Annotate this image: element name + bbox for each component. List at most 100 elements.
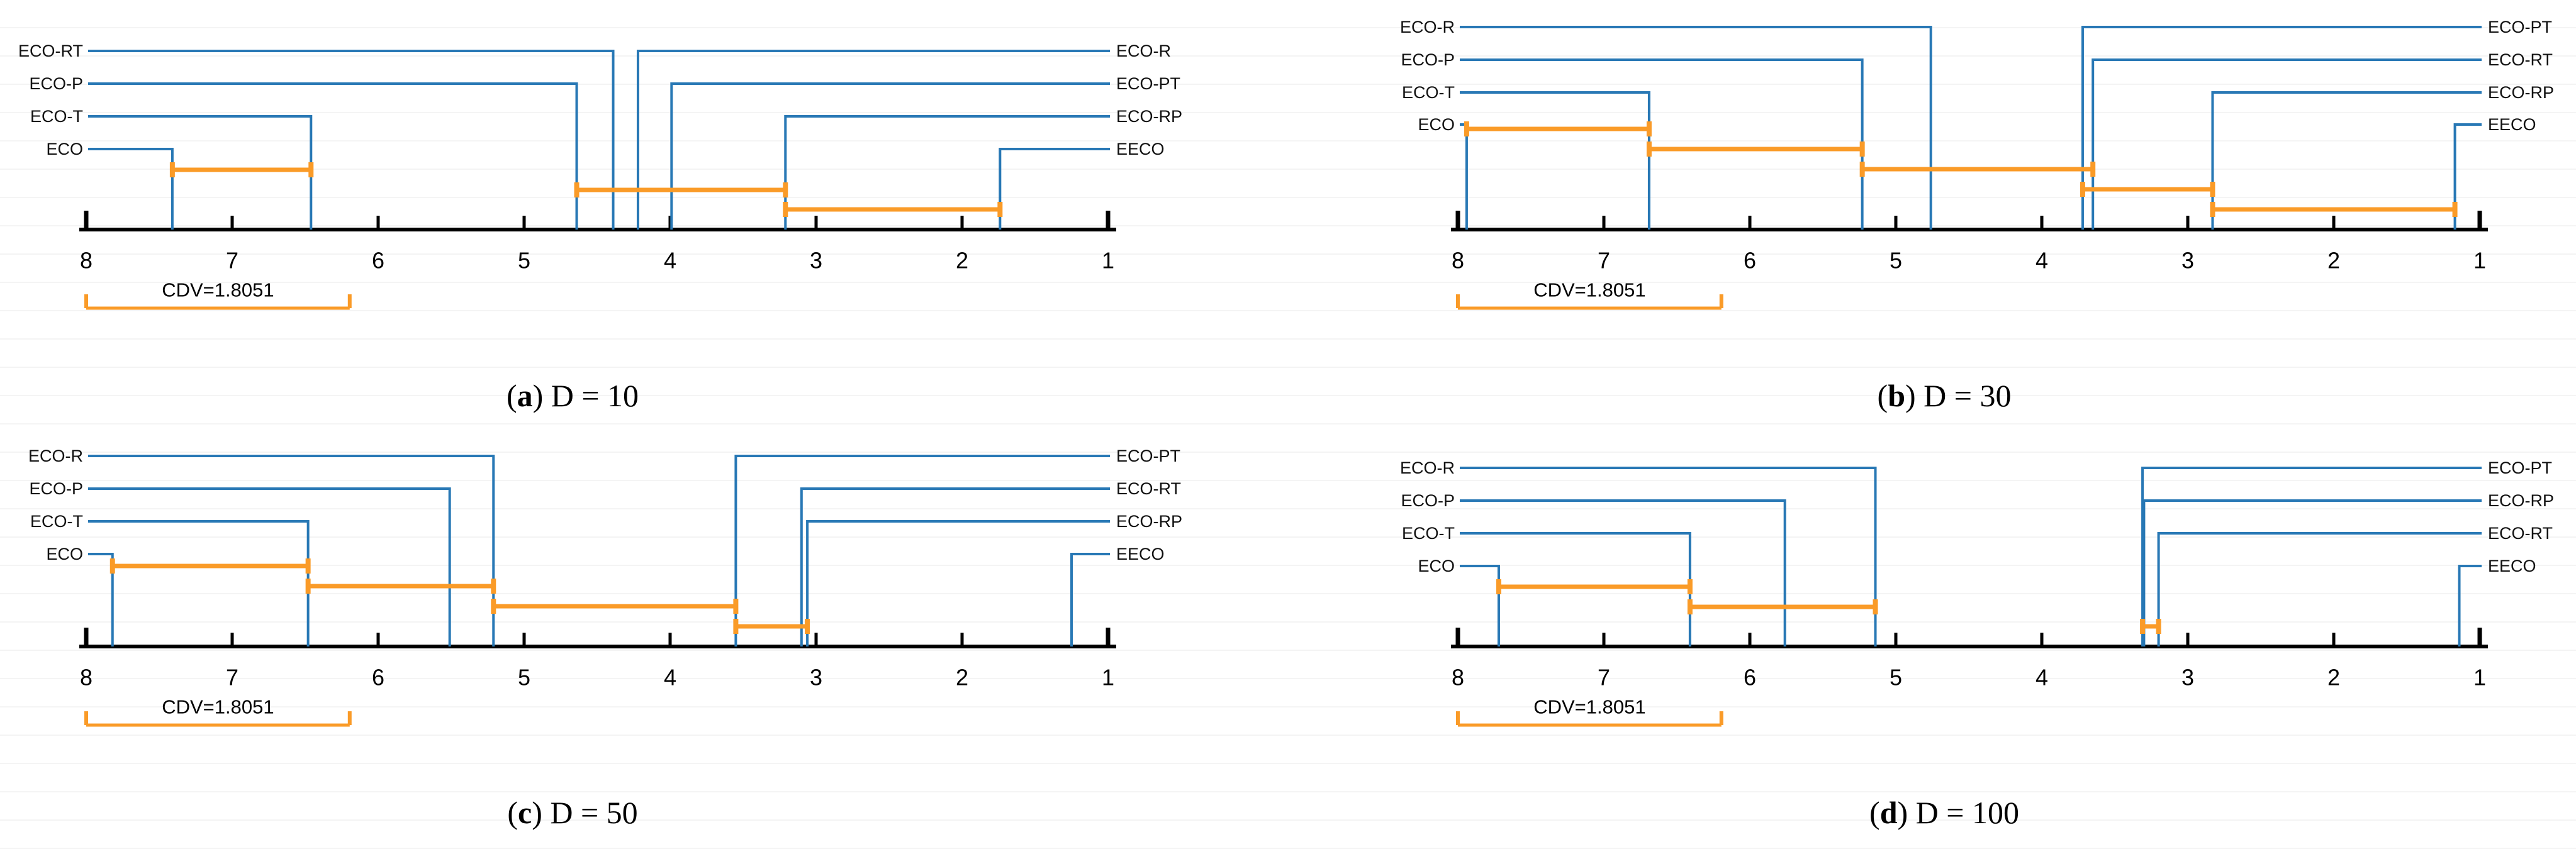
axis-tick [1894, 216, 1898, 230]
algorithm-label: ECO-RP [2488, 491, 2554, 510]
algorithm-connector-h [807, 520, 1110, 523]
clique-bar-cap [783, 182, 788, 197]
algorithm-connector-v [492, 455, 495, 646]
axis-tick [376, 216, 380, 230]
algorithm-label: ECO-RT [18, 42, 83, 60]
axis-tick-label: 4 [664, 665, 676, 691]
algorithm-connector-v [1783, 499, 1786, 646]
algorithm-connector-h [2158, 532, 2482, 535]
caption-condition-c: D = 50 [550, 795, 638, 830]
caption-open-paren: ( [506, 378, 517, 413]
clique-bar-cap [1687, 579, 1693, 594]
algorithm-connector-h [88, 455, 494, 457]
algorithm-label: ECO-PT [1116, 447, 1180, 465]
clique-bar-cap [783, 202, 788, 217]
axis-tick [668, 633, 672, 646]
cdv-ruler-end-tick [347, 294, 352, 308]
caption-letter-c: c [517, 795, 532, 830]
axis-tick-label: 1 [2473, 665, 2486, 691]
clique-bar-cap [1687, 599, 1693, 614]
algorithm-connector-h [88, 520, 308, 523]
axis-tick [522, 633, 526, 646]
axis-tick-label: 5 [1890, 665, 1902, 691]
algorithm-label: ECO-RT [2488, 50, 2553, 69]
algorithm-connector-v [1647, 91, 1650, 230]
algorithm-connector-h [785, 115, 1110, 118]
clique-bar-cap [1873, 599, 1878, 614]
clique-bar [172, 167, 311, 172]
axis-baseline [79, 645, 1116, 648]
algorithm-connector-h [1460, 91, 1649, 94]
algorithm-label: EECO [2488, 115, 2536, 134]
cdv-label: CDV=1.8051 [1533, 279, 1645, 301]
algorithm-connector-v [2141, 467, 2144, 646]
caption-close-paren: ) [532, 378, 544, 413]
clique-bar-cap [805, 619, 810, 634]
algorithm-connector-h [1460, 565, 1499, 567]
clique-bar-cap [733, 619, 739, 634]
axis-baseline [1451, 228, 2488, 231]
axis-tick [2040, 216, 2044, 230]
clique-bar-cap [305, 579, 311, 594]
axis-tick [2332, 216, 2336, 230]
axis-tick-label: 2 [2327, 248, 2340, 274]
axis-tick-label: 1 [2473, 248, 2486, 274]
algorithm-label: ECO-RT [1116, 479, 1181, 498]
algorithm-connector-v [1929, 26, 1932, 230]
axis-tick-label: 6 [1744, 248, 1756, 274]
clique-bar-cap [308, 162, 314, 177]
caption-condition-b: D = 30 [1924, 378, 2012, 413]
algorithm-connector-v [2081, 26, 2084, 230]
clique-bar-cap [305, 558, 311, 574]
algorithm-connector-v [2157, 532, 2160, 646]
algorithm-label: ECO-R [1116, 42, 1171, 60]
axis-tick-label: 5 [1890, 248, 1902, 274]
clique-bar-cap [1859, 142, 1865, 157]
cdv-label: CDV=1.8051 [162, 279, 274, 301]
algorithm-connector-h [736, 455, 1110, 457]
axis-tick [814, 633, 818, 646]
caption-close-paren: ) [1905, 378, 1916, 413]
algorithm-connector-v [612, 50, 615, 230]
algorithm-connector-h [88, 553, 113, 555]
algorithm-connector-v [636, 50, 639, 230]
axis-tick [2332, 633, 2336, 646]
axis-tick [2477, 628, 2482, 646]
axis-tick [1602, 633, 1606, 646]
clique-bar-cap [2090, 162, 2096, 177]
axis-tick-label: 6 [372, 248, 384, 274]
algorithm-connector-h [2082, 26, 2482, 28]
algorithm-label: ECO [46, 545, 83, 563]
axis-tick [1106, 211, 1111, 230]
axis-tick [2186, 216, 2190, 230]
clique-bar-cap [1646, 142, 1652, 157]
axis-tick [84, 211, 89, 230]
axis-tick-label: 7 [1598, 248, 1610, 274]
algorithm-label: ECO-RT [2488, 524, 2553, 543]
cdv-ruler [1458, 723, 1722, 727]
algorithm-label: ECO-RP [1116, 107, 1182, 126]
algorithm-label: ECO-R [1400, 458, 1455, 477]
axis-tick-label: 7 [1598, 665, 1610, 691]
algorithm-label: ECO-P [1401, 50, 1455, 69]
cdv-ruler-end-tick [84, 294, 88, 308]
cdv-label: CDV=1.8051 [1533, 696, 1645, 718]
algorithm-connector-v [999, 148, 1002, 230]
algorithm-connector-h [1460, 499, 1785, 502]
algorithm-connector-h [1460, 467, 1876, 469]
axis-tick-label: 2 [956, 665, 968, 691]
clique-bar-cap [109, 558, 115, 574]
algorithm-connector-h [2455, 123, 2482, 126]
axis-tick-label: 3 [810, 248, 822, 274]
axis-tick-label: 3 [2181, 665, 2194, 691]
axis-tick [1748, 216, 1752, 230]
caption-open-paren: ( [1877, 378, 1888, 413]
algorithm-connector-h [2093, 58, 2482, 61]
algorithm-connector-v [2142, 499, 2146, 646]
axis-tick-label: 2 [956, 248, 968, 274]
cdv-ruler-end-tick [84, 711, 88, 725]
algorithm-connector-h [1460, 26, 1931, 28]
axis-tick-label: 4 [2036, 248, 2048, 274]
algorithm-connector-v [1070, 553, 1073, 646]
